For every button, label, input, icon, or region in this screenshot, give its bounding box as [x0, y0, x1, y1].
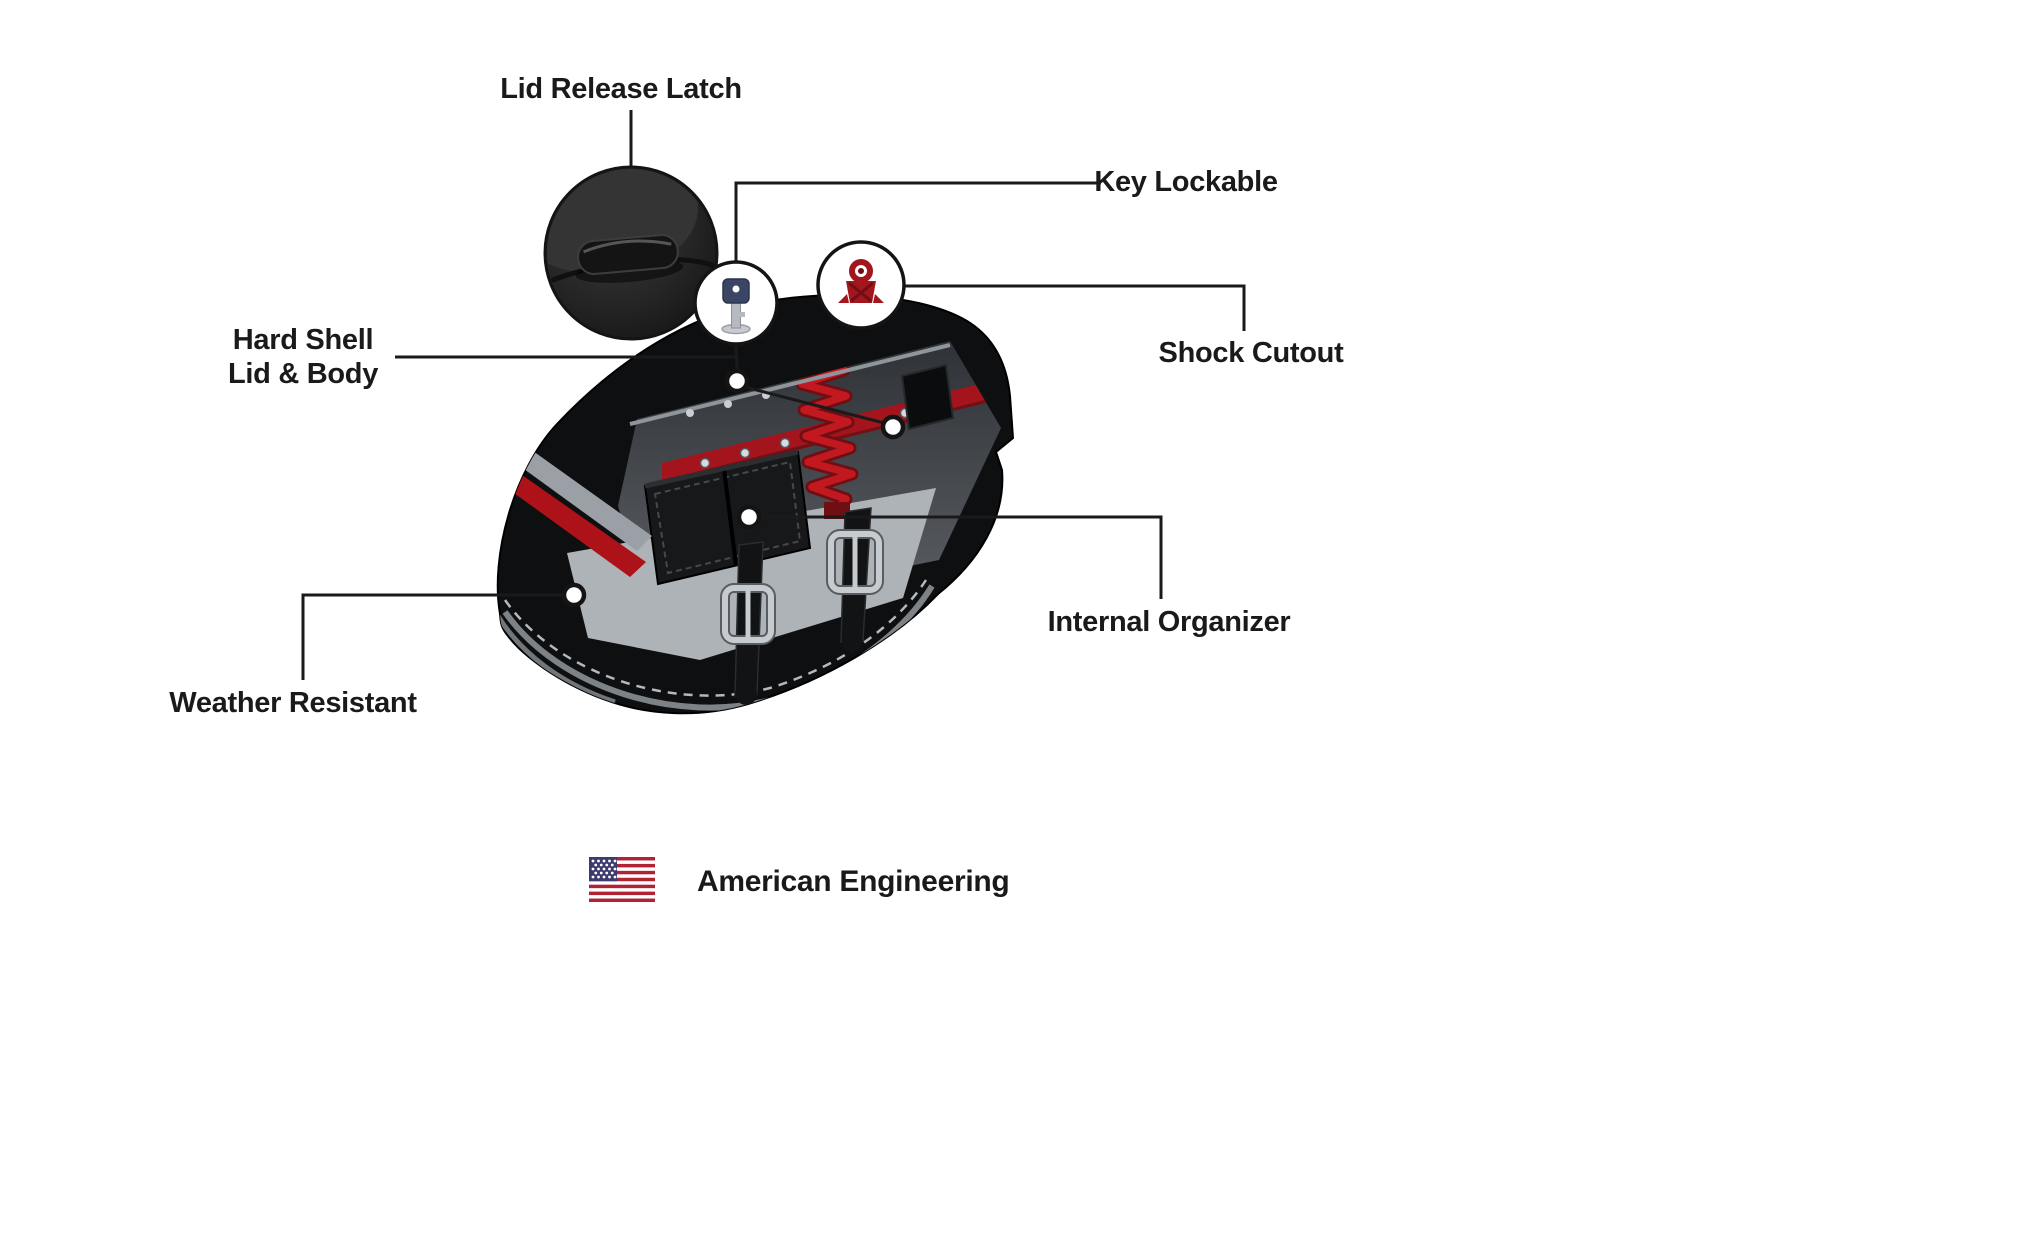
key-lockable-inset — [693, 260, 779, 346]
lid-latch-detail-inset — [543, 165, 719, 341]
mounting-patch — [900, 363, 955, 431]
hard-shell-line — [395, 355, 739, 371]
lid-edge-trim — [629, 343, 951, 426]
mounting-strap-right — [826, 507, 884, 652]
us-flag-icon — [589, 857, 655, 902]
hard-shell-line-2 — [744, 385, 889, 426]
saddlebag-body — [496, 293, 1015, 715]
label-hard-shell-line1: Hard Shell — [232, 323, 374, 356]
anchor-body — [880, 414, 906, 440]
internal-organizer-pocket — [643, 449, 812, 586]
label-weather-resistant: Weather Resistant — [169, 686, 417, 719]
label-internal-organizer: Internal Organizer — [1047, 605, 1291, 638]
anchor-lid — [724, 368, 750, 394]
label-hard-shell: Hard Shell Lid & Body — [228, 323, 378, 391]
weather-resistant-line — [301, 593, 564, 680]
mounting-strap-left — [720, 541, 776, 705]
label-american-engineering: American Engineering — [697, 865, 1010, 898]
shock-cutout-inset — [816, 240, 906, 330]
label-key-lockable: Key Lockable — [1094, 165, 1278, 198]
anchor-weather — [561, 582, 587, 608]
leader-lines — [301, 110, 1246, 680]
label-shock-cutout: Shock Cutout — [1158, 336, 1344, 369]
lid-trim-stripes — [497, 436, 652, 577]
label-lid-release-latch: Lid Release Latch — [500, 72, 742, 105]
shock-cutout-line — [905, 284, 1246, 331]
key-lockable-line — [734, 181, 1101, 261]
anchor-dots — [561, 368, 906, 608]
internal-organizer-line — [759, 515, 1163, 599]
label-hard-shell-line2: Lid & Body — [227, 358, 379, 390]
anchor-organizer — [736, 504, 762, 530]
latch-handle — [575, 234, 684, 283]
shock-mount-icon — [838, 259, 884, 303]
key-icon — [721, 278, 751, 335]
